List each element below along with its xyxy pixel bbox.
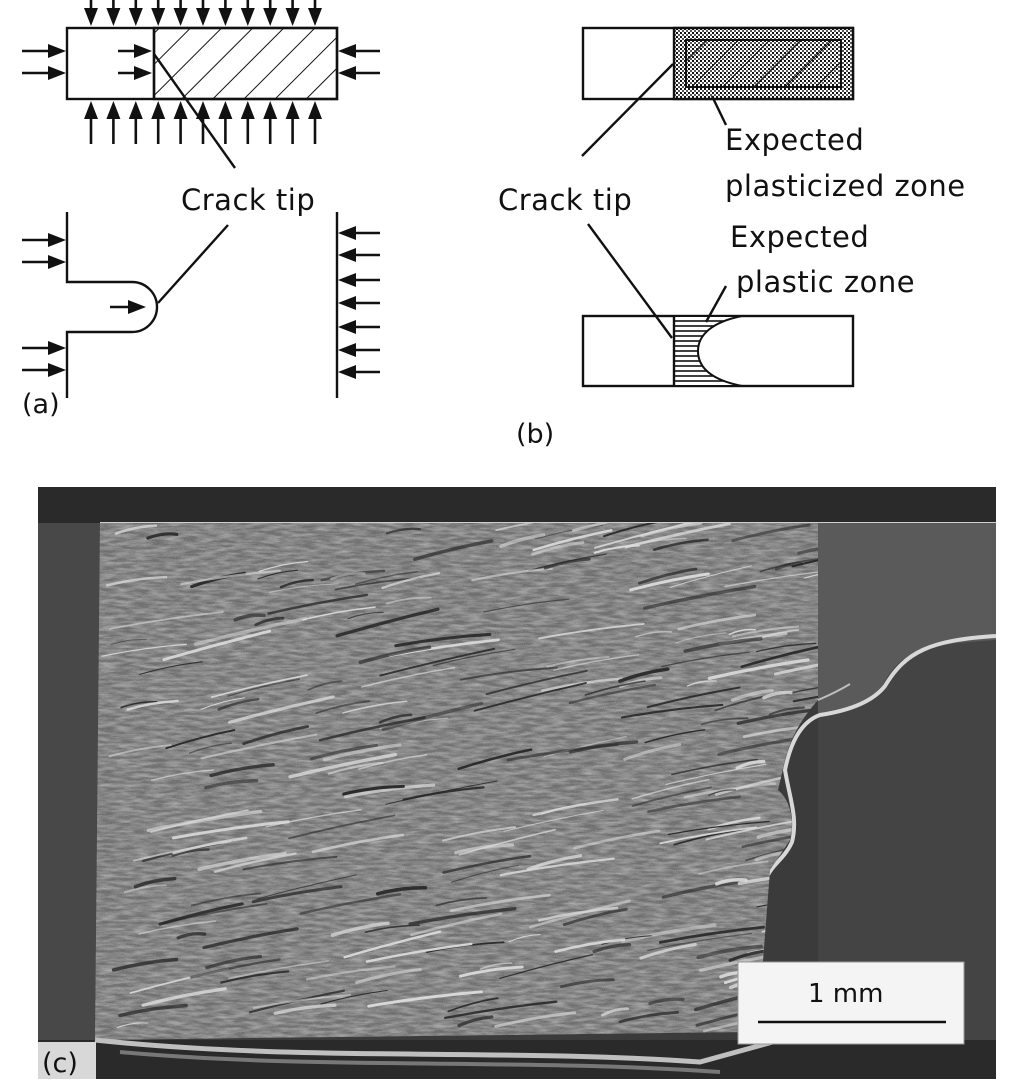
far-boundary-arrows xyxy=(338,226,380,379)
zone-bottom-line2: plastic zone xyxy=(736,265,915,299)
panel-b-diagram: Expected plasticized zone Crack tip Expe… xyxy=(498,28,966,450)
fracture-surface-photo: 1 mm (c) xyxy=(38,487,996,1082)
zone-top-line1: Expected xyxy=(725,123,864,157)
crack-tip-label-a: Crack tip xyxy=(181,183,315,217)
panel-label-b: (b) xyxy=(516,419,554,450)
panel-label-a: (a) xyxy=(22,389,60,420)
zone-bottom-line1: Expected xyxy=(730,220,869,254)
side-arrows-right xyxy=(338,44,380,80)
plasticized-zone-interior xyxy=(686,40,841,87)
notch-arrows-left xyxy=(22,233,146,377)
crack-tip-leader-a2 xyxy=(158,225,228,303)
panel-label-c: (c) xyxy=(42,1048,78,1079)
hatched-region-a xyxy=(154,28,337,99)
side-arrows-left xyxy=(22,44,66,80)
zone-leader-top xyxy=(712,96,726,125)
scale-bar-label: 1 mm xyxy=(808,979,883,1009)
compression-arrows-top xyxy=(84,0,322,26)
zone-top-line2: plasticized zone xyxy=(725,169,966,203)
notch-outline xyxy=(67,212,157,398)
specimen-b-lower xyxy=(583,316,853,386)
panel-a-diagram: Crack tip (a) xyxy=(22,0,380,420)
crack-tip-label-b: Crack tip xyxy=(498,183,632,217)
